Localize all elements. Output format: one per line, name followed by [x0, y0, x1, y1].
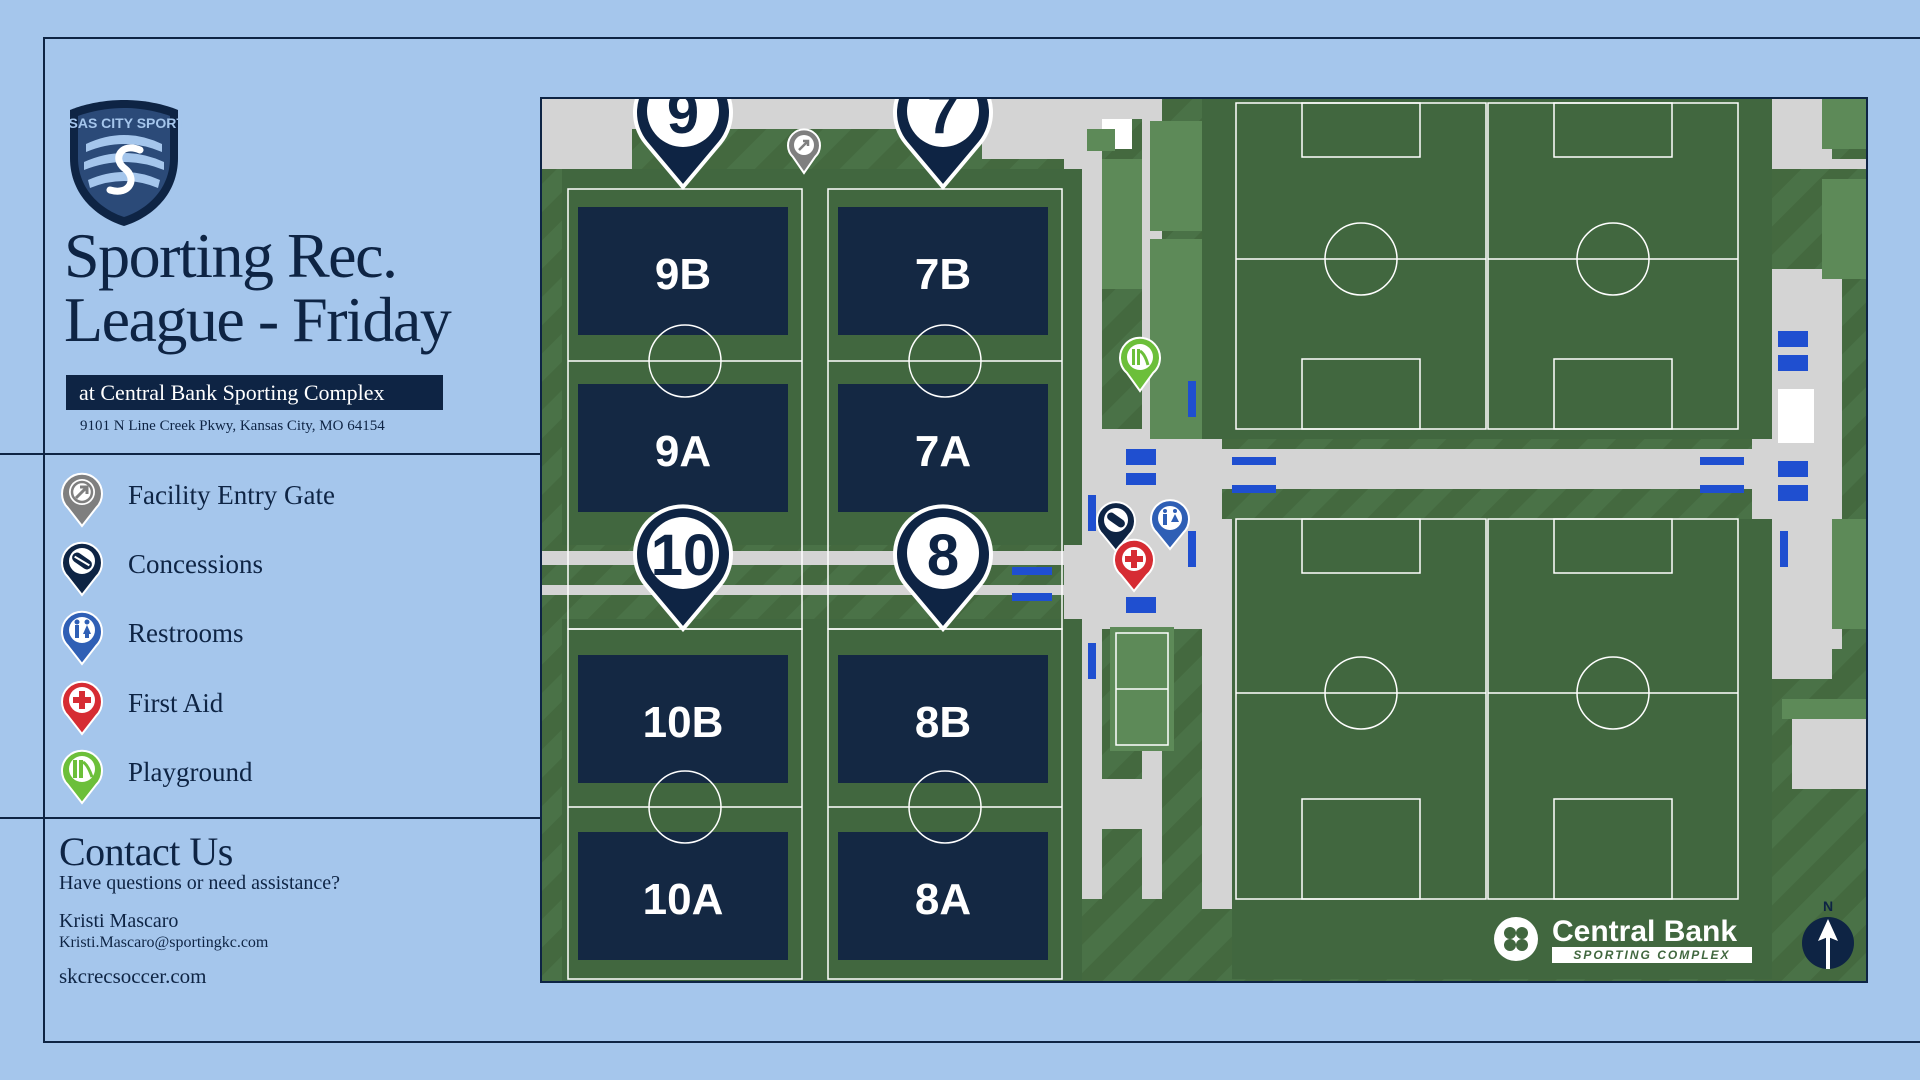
contact-title: Contact Us [59, 829, 233, 874]
playground-icon [61, 749, 103, 805]
legend-item-restrooms: Restrooms [58, 606, 418, 666]
legend-item-first-aid: First Aid [58, 676, 418, 736]
field-7B [838, 207, 1048, 335]
field-8A [838, 832, 1048, 960]
field-label-8A: 8A [915, 875, 971, 924]
grass-strip [1150, 121, 1204, 231]
grass-strip [1822, 179, 1866, 279]
field-pin-7[interactable]: 7 [893, 99, 993, 191]
contact-email-link[interactable]: Kristi.Mascaro@sportingkc.com [59, 934, 269, 951]
restroom-marker[interactable] [1150, 499, 1190, 551]
field-label-10B: 10B [643, 698, 724, 747]
dark-fields [578, 207, 1048, 960]
field-pin-label: 7 [927, 99, 959, 146]
entry-gate-icon [61, 472, 103, 528]
field-9A [578, 384, 788, 512]
contact-name: Kristi Mascaro [59, 910, 179, 932]
address-text: 9101 N Line Creek Pkwy, Kansas City, MO … [80, 418, 385, 434]
title-line-2: League - Friday [64, 284, 452, 355]
field-8B [838, 655, 1048, 783]
field-label-10A: 10A [643, 875, 724, 924]
field-pin-8[interactable]: 8 [893, 504, 993, 633]
grass-strip [1102, 159, 1142, 289]
field-label-7B: 7B [915, 250, 971, 299]
grass-strip [1822, 99, 1866, 149]
field-label-9B: 9B [655, 250, 711, 299]
compass: N [1802, 898, 1854, 969]
brand-subtitle: SPORTING COMPLEX [1573, 948, 1730, 962]
complex-map: 9 7 10 8 9B 9A 7B 7A 10B 10A 8B 8A [540, 97, 1868, 983]
section-divider [0, 817, 541, 819]
field-10B [578, 655, 788, 783]
venue-banner: at Central Bank Sporting Complex [66, 375, 443, 410]
logo-text: KANSAS CITY SPORTING [64, 115, 184, 131]
field-label-8B: 8B [915, 698, 971, 747]
legend-label: Facility Entry Gate [128, 480, 335, 510]
entry-gate-marker[interactable] [787, 128, 821, 175]
first-aid-icon [61, 680, 103, 736]
legend-item-playground: Playground [58, 745, 418, 805]
hot-dog-icon [61, 541, 103, 597]
field-10A [578, 832, 788, 960]
restroom-icon [61, 610, 103, 666]
field-label-9A: 9A [655, 427, 711, 476]
legend-label: Playground [128, 757, 253, 787]
field-7A [838, 384, 1048, 512]
field-label-7A: 7A [915, 427, 971, 476]
field-pin-9[interactable]: 9 [633, 99, 733, 191]
grass-strip [1782, 699, 1866, 719]
sporting-kc-logo: KANSAS CITY SPORTING [64, 100, 184, 226]
section-divider [0, 453, 541, 455]
parking-spots [1012, 331, 1814, 679]
large-field-lines [1235, 102, 1739, 900]
title-line-1: Sporting Rec. [64, 220, 398, 291]
legend-label: Restrooms [128, 618, 244, 648]
legend-label: Concessions [128, 549, 263, 579]
page-title: Sporting Rec. League - Friday [64, 220, 452, 355]
legend-item-concessions: Concessions [58, 537, 418, 597]
grass-strip [1832, 519, 1866, 629]
field-pin-label: 9 [667, 99, 699, 146]
contact-subtitle: Have questions or need assistance? [59, 872, 341, 894]
legend-item-entry-gate: Facility Entry Gate [58, 468, 418, 528]
first-aid-marker[interactable] [1113, 538, 1155, 593]
central-bank-brand: Central Bank SPORTING COMPLEX [1494, 915, 1752, 963]
playground-marker[interactable] [1119, 336, 1161, 393]
field-pin-label: 8 [927, 523, 959, 588]
website-link[interactable]: skcrecsoccer.com [59, 964, 207, 988]
legend-label: First Aid [128, 688, 224, 718]
futsal-court [1110, 627, 1174, 751]
page-frame [43, 37, 1920, 1043]
field-pin-10[interactable]: 10 [633, 504, 733, 633]
field-9B [578, 207, 788, 335]
compass-label: N [1823, 898, 1833, 914]
concessions-marker[interactable] [1096, 501, 1136, 553]
field-pin-label: 10 [651, 523, 716, 588]
brand-name: Central Bank [1552, 915, 1737, 948]
large-fields [1202, 99, 1772, 979]
